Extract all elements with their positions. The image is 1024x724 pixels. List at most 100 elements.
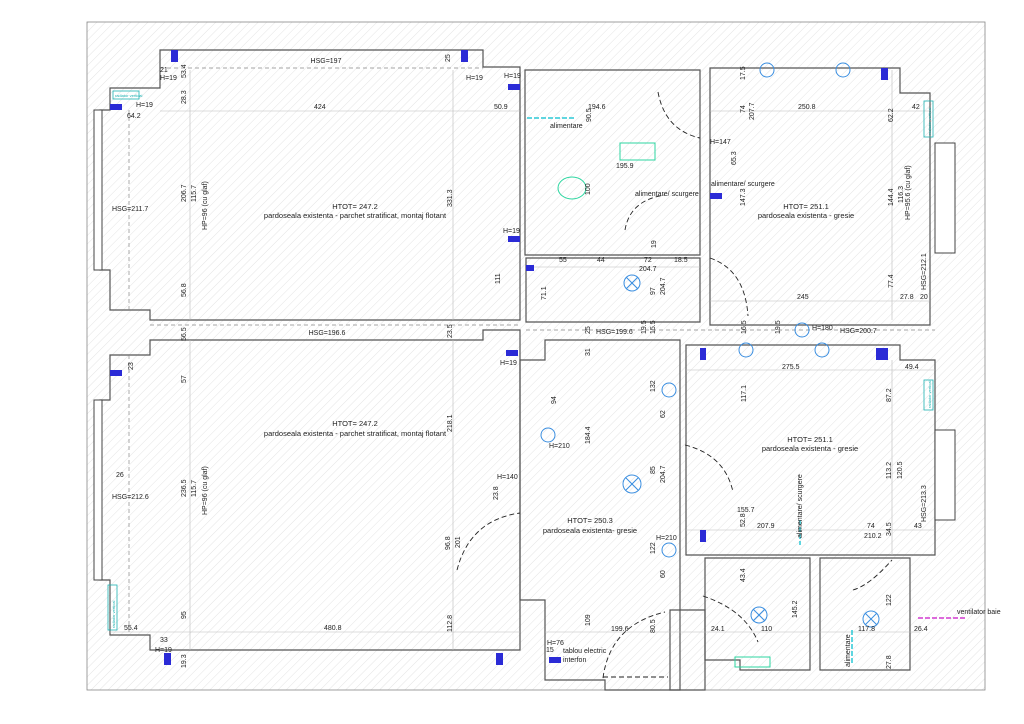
- plan-label: 113.2: [886, 462, 893, 479]
- room-kitchen: [709, 67, 931, 326]
- plan-label: tablou electric: [563, 648, 607, 655]
- plan-label: 236.5: [181, 479, 188, 497]
- plan-label: 96.8: [445, 536, 452, 550]
- plan-label: 480.8: [324, 625, 342, 632]
- bathroom-2: [819, 557, 911, 671]
- doors: [456, 91, 893, 679]
- plan-label: 115.7: [191, 185, 198, 202]
- light-icon: [622, 474, 642, 494]
- toilet-icon: [557, 176, 587, 200]
- plan-label: H=210: [549, 443, 570, 450]
- light-icon: [661, 382, 677, 398]
- plan-label: H=210: [656, 535, 677, 542]
- room-floor: pardoseala existenta - gresie: [762, 444, 858, 453]
- plan-label: 25: [445, 54, 452, 62]
- light-icon: [794, 322, 810, 338]
- room-floor: pardoseala existenta - gresie: [758, 211, 854, 220]
- plan-label: 52.8: [740, 513, 747, 527]
- plan-label: 74: [740, 105, 747, 113]
- plan-label: 26: [116, 472, 124, 479]
- plan-label: 85: [650, 466, 657, 474]
- radiator: radiator vertical: [923, 379, 934, 411]
- plan-label: 20: [920, 294, 928, 301]
- plan-label: 21: [160, 67, 168, 74]
- plan-label: radiator vertical: [927, 108, 932, 135]
- outer-wall-hatch: [86, 21, 986, 691]
- radiator: radiator vertical: [923, 100, 934, 138]
- plan-label: 109: [585, 614, 592, 626]
- socket-icon: [700, 348, 706, 360]
- door-arc: [624, 194, 666, 231]
- socket-icon: [549, 657, 561, 663]
- socket-icon: [710, 193, 722, 199]
- plan-label: 97: [650, 287, 657, 295]
- plan-label: radiator vertical: [115, 93, 142, 98]
- plan-label: 90.5: [586, 108, 593, 122]
- plan-label: 28.3: [181, 90, 188, 104]
- room-height: HTOT= 251.1: [783, 202, 829, 211]
- light-icon: [623, 274, 641, 292]
- plan-label: 19.3: [181, 654, 188, 668]
- plan-label: alimentare: [845, 634, 852, 667]
- window-right-top: [934, 142, 956, 254]
- plan-label: 34.5: [886, 522, 893, 536]
- room-floor: pardoseala existenta - parchet stratific…: [264, 429, 447, 438]
- socket-icon: [171, 50, 178, 62]
- plan-label: 218.1: [447, 414, 454, 432]
- plan-label: HSG=197: [311, 58, 342, 65]
- plan-label: 19: [651, 240, 658, 248]
- plan-label: 100: [585, 183, 592, 195]
- plan-label: HP=96 (cu glaf): [202, 181, 209, 230]
- door-arc: [709, 257, 749, 317]
- plan-label: 210.2: [864, 533, 882, 540]
- socket-icon: [881, 68, 888, 80]
- plan-label: 23: [128, 362, 135, 370]
- plan-label: 117.8: [858, 626, 875, 633]
- plan-label: 144.4: [888, 188, 895, 206]
- plan-label: 72: [644, 257, 652, 264]
- bathroom-top: [524, 69, 701, 256]
- plan-label: 17.5: [740, 66, 747, 80]
- plan-label: 245: [797, 294, 809, 301]
- plan-label: 56.8: [181, 283, 188, 297]
- window-right-bottom: [934, 429, 956, 521]
- plan-label: 195.9: [616, 163, 634, 170]
- plan-label: 64.2: [127, 113, 141, 120]
- plan-label: 110: [761, 626, 772, 633]
- dimension-values: 424 50.9 331.3 206.7 115.7 56.8 53.4 28.…: [116, 54, 928, 669]
- plan-label: 19.5: [775, 320, 782, 334]
- plan-label: 31: [585, 348, 592, 356]
- plan-label: 23.5: [447, 324, 454, 338]
- plan-label: HSG=212.1: [921, 253, 928, 290]
- plan-label: 15.5: [650, 320, 657, 334]
- plan-label: 120.5: [897, 461, 904, 479]
- plan-label: HSG=200.7: [840, 328, 877, 335]
- window-left-top: [93, 109, 103, 271]
- plan-label: 55: [559, 257, 567, 264]
- door-arc: [702, 595, 759, 643]
- plan-label: 116.3: [898, 186, 905, 203]
- room-living-top: [99, 49, 521, 321]
- plan-label: 18.5: [674, 257, 688, 264]
- height-labels: H=19 H=19 H=19 H=19 H=19 H=19 H=19 H=140…: [136, 73, 833, 654]
- light-icon: [835, 62, 851, 78]
- plan-label: ventilator baie: [957, 609, 1001, 616]
- plan-label: HP=95.6 (cu glaf): [905, 165, 912, 220]
- plan-label: 80.5: [650, 619, 657, 633]
- plan-label: 204.7: [639, 266, 657, 273]
- socket-icon: [508, 84, 520, 90]
- sockets: [110, 50, 888, 665]
- plan-label: 43.4: [740, 568, 747, 582]
- room-height: HTOT= 250.3: [567, 516, 613, 525]
- plan-label: 115.7: [191, 480, 198, 497]
- plan-label: 95: [181, 611, 188, 619]
- plan-label: H=147: [710, 139, 731, 146]
- plan-label: 194.6: [588, 104, 606, 111]
- plan-label: H=19: [160, 75, 177, 82]
- plan-label: 184.4: [585, 426, 592, 444]
- plan-label: 53.4: [181, 64, 188, 78]
- plan-label: 15: [546, 647, 554, 654]
- plan-label: 204.7: [660, 277, 667, 295]
- socket-icon: [508, 236, 520, 242]
